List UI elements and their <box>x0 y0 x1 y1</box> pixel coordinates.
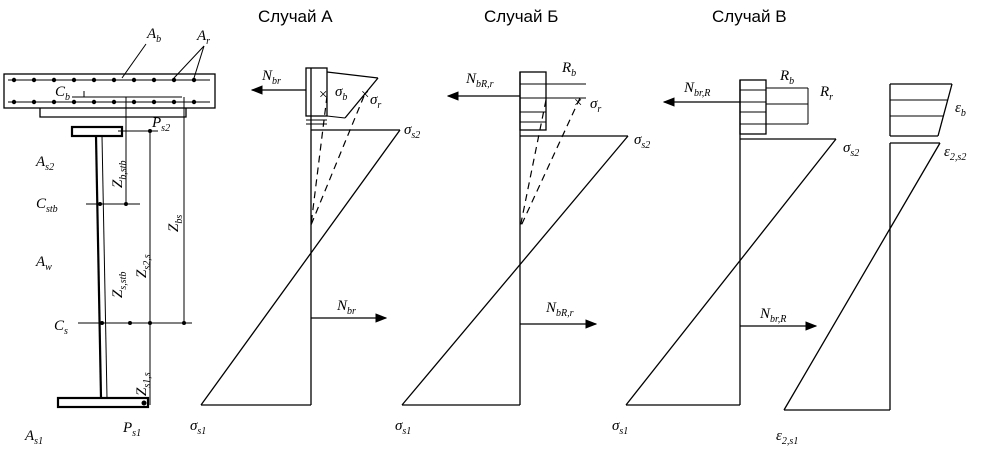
svg-text:×: × <box>318 87 328 103</box>
label-v-N-brR-mid: Nbr,R <box>759 306 786 325</box>
web <box>94 135 103 399</box>
label-Z-s-stb: Zs,stb <box>110 272 129 298</box>
heading-case-v: Случай В <box>712 7 787 26</box>
case-b-diagram: × <box>401 71 629 406</box>
label-Z-bs: Zbs <box>166 215 185 232</box>
label-b-sigma-s2: σs2 <box>634 132 650 151</box>
top-flange <box>70 125 124 138</box>
label-a-sigma-r: σr <box>370 92 381 111</box>
label-P-s1: Ps1 <box>122 420 141 439</box>
label-b-N-bRr-top: NbR,r <box>465 71 494 90</box>
label-v-N-brR-top: Nbr,R <box>683 80 710 99</box>
label-A-s2: As2 <box>35 154 54 173</box>
slab <box>3 73 216 109</box>
label-A-s1: As1 <box>24 428 43 447</box>
case-a-diagram: × × <box>200 67 401 406</box>
label-Z-b-stb: Zb,stb <box>110 160 129 188</box>
label-v-R-r: Rr <box>819 84 833 103</box>
bottom-flange <box>56 396 150 409</box>
label-Z-s2-s: Zs2,s <box>134 254 153 278</box>
label-P-s2: Ps2 <box>151 115 170 134</box>
label-a-sigma-s1: σs1 <box>190 418 206 437</box>
label-Z-s1-s: Zs1,s <box>134 372 153 396</box>
label-C-stb: Cstb <box>36 196 58 215</box>
heading-case-b: Случай Б <box>484 7 558 26</box>
label-C-s: Cs <box>54 318 68 337</box>
label-a-N-br-top: Nbr <box>261 68 281 87</box>
label-b-N-bRr-mid: NbR,r <box>545 300 574 319</box>
svg-text:×: × <box>573 95 583 111</box>
label-A-r: Ar <box>196 28 210 47</box>
svg-text:×: × <box>360 87 370 103</box>
label-b-sigma-r: σr <box>590 96 601 115</box>
cross-section <box>3 43 216 409</box>
label-A-b: Ab <box>146 26 161 45</box>
label-v-sigma-s1: σs1 <box>612 418 628 437</box>
label-b-sigma-s1: σs1 <box>395 418 411 437</box>
label-a-sigma-b: σb <box>335 84 347 103</box>
label-C-b: Cb <box>55 84 70 103</box>
label-A-w: Aw <box>35 254 52 273</box>
label-v-sigma-s2: σs2 <box>843 140 859 159</box>
label-a-N-br-mid: Nbr <box>336 298 356 317</box>
label-v-eps-b: εb <box>955 100 966 119</box>
slab-rebar-dots <box>11 77 197 105</box>
case-v-diagram <box>625 79 953 411</box>
label-a-sigma-s2: σs2 <box>404 122 420 141</box>
heading-case-a: Случай А <box>258 7 333 26</box>
label-b-R-b: Rb <box>561 60 576 79</box>
label-v-eps-2s1: ε2,s1 <box>776 428 798 447</box>
label-v-R-b: Rb <box>779 68 794 87</box>
label-v-eps-2s2: ε2,s2 <box>944 144 966 163</box>
